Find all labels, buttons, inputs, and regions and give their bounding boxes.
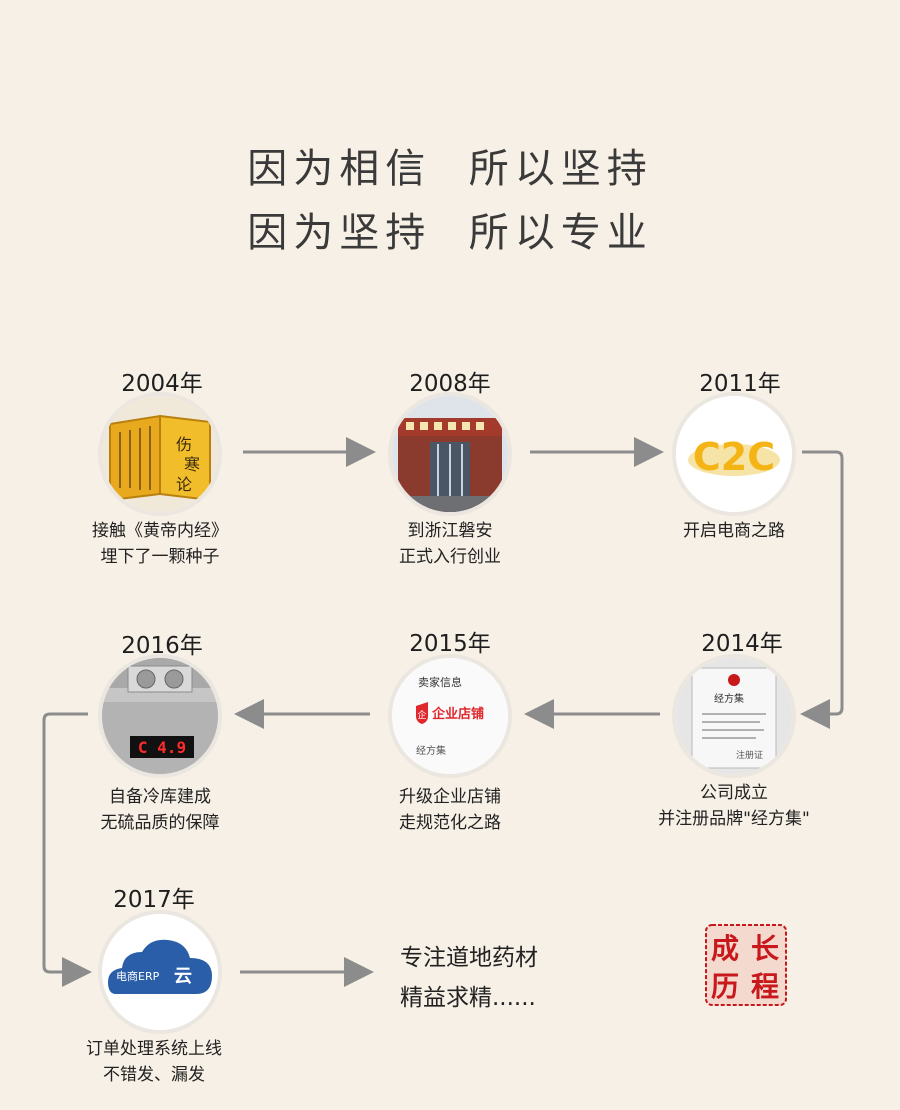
year-2015: 2015年: [409, 631, 491, 657]
svg-text:经方集: 经方集: [714, 692, 744, 705]
year-2017: 2017年: [113, 887, 195, 913]
caption-2004-line-2: 埋下了一颗种子: [100, 547, 220, 567]
caption-2016-line-1: 自备冷库建成: [109, 787, 211, 807]
caption-2008-line-2: 正式入行创业: [399, 547, 501, 567]
growth-history-seal: 成 长 历 程: [705, 924, 787, 1006]
svg-text:注册证: 注册证: [736, 749, 763, 761]
enterprise-shop-badge: 卖家信息 企 企业店铺 经方集: [392, 658, 508, 774]
caption-2015: 升级企业店铺 走规范化之路: [340, 784, 560, 836]
headline-line-1: 因为相信 所以坚持: [247, 146, 653, 192]
cold-storage-photo: C 4.9: [102, 658, 218, 774]
caption-2004-line-1: 接触《黄帝内经》: [92, 521, 228, 541]
caption-2017-line-1: 订单处理系统上线: [86, 1039, 222, 1059]
caption-2014: 公司成立 并注册品牌"经方集": [624, 780, 844, 832]
caption-2015-line-1: 升级企业店铺: [399, 787, 501, 807]
caption-2004: 接触《黄帝内经》 埋下了一颗种子: [50, 518, 270, 570]
caption-2014-line-2: 并注册品牌"经方集": [658, 809, 810, 829]
seal-char-2: 长: [751, 932, 779, 965]
year-2016: 2016年: [121, 633, 203, 659]
temperature-display: C 4.9: [138, 738, 186, 757]
headline-line-2: 因为坚持 所以专业: [247, 210, 653, 256]
seal-char-1: 成: [711, 932, 739, 965]
c2c-logo-text: C2C: [693, 435, 775, 479]
svg-text:论: 论: [176, 475, 192, 494]
badge-footer: 经方集: [416, 744, 446, 757]
erp-logo-char: 云: [174, 966, 192, 987]
caption-2017-line-2: 不错发、漏发: [103, 1065, 205, 1085]
caption-2016: 自备冷库建成 无硫品质的保障: [50, 784, 270, 836]
caption-2011: 开启电商之路: [624, 518, 844, 544]
svg-text:企: 企: [417, 709, 426, 721]
ancient-book-icon: 伤 寒 论: [102, 396, 218, 512]
caption-2015-line-2: 走规范化之路: [399, 813, 501, 833]
badge-title: 卖家信息: [418, 675, 462, 689]
year-2008: 2008年: [409, 371, 491, 397]
slogan-line-1: 专注道地药材: [400, 945, 538, 971]
caption-2016-line-2: 无硫品质的保障: [100, 813, 220, 833]
seal-char-3: 历: [711, 970, 739, 1003]
c2c-logo: C2C: [676, 396, 792, 512]
year-2004: 2004年: [121, 371, 203, 397]
caption-2008-line-1: 到浙江磐安: [407, 521, 493, 541]
erp-logo-text: 电商ERP: [116, 969, 160, 983]
seal-char-4: 程: [751, 970, 779, 1003]
badge-label: 企业店铺: [431, 706, 484, 722]
caption-2008: 到浙江磐安 正式入行创业: [340, 518, 560, 570]
erp-cloud-logo: 电商ERP 云: [102, 914, 218, 1030]
caption-2017: 订单处理系统上线 不错发、漏发: [44, 1036, 264, 1088]
year-2011: 2011年: [699, 371, 781, 397]
trademark-certificate: 经方集 注册证: [676, 658, 792, 774]
svg-text:伤: 伤: [176, 435, 192, 454]
caption-2011-line-1: 开启电商之路: [683, 521, 785, 541]
caption-2014-line-1: 公司成立: [700, 783, 768, 803]
slogan: 专注道地药材 精益求精......: [400, 938, 538, 1018]
slogan-line-2: 精益求精......: [400, 985, 536, 1011]
year-2014: 2014年: [701, 631, 783, 657]
svg-text:寒: 寒: [184, 455, 200, 474]
building-photo: [392, 396, 508, 512]
